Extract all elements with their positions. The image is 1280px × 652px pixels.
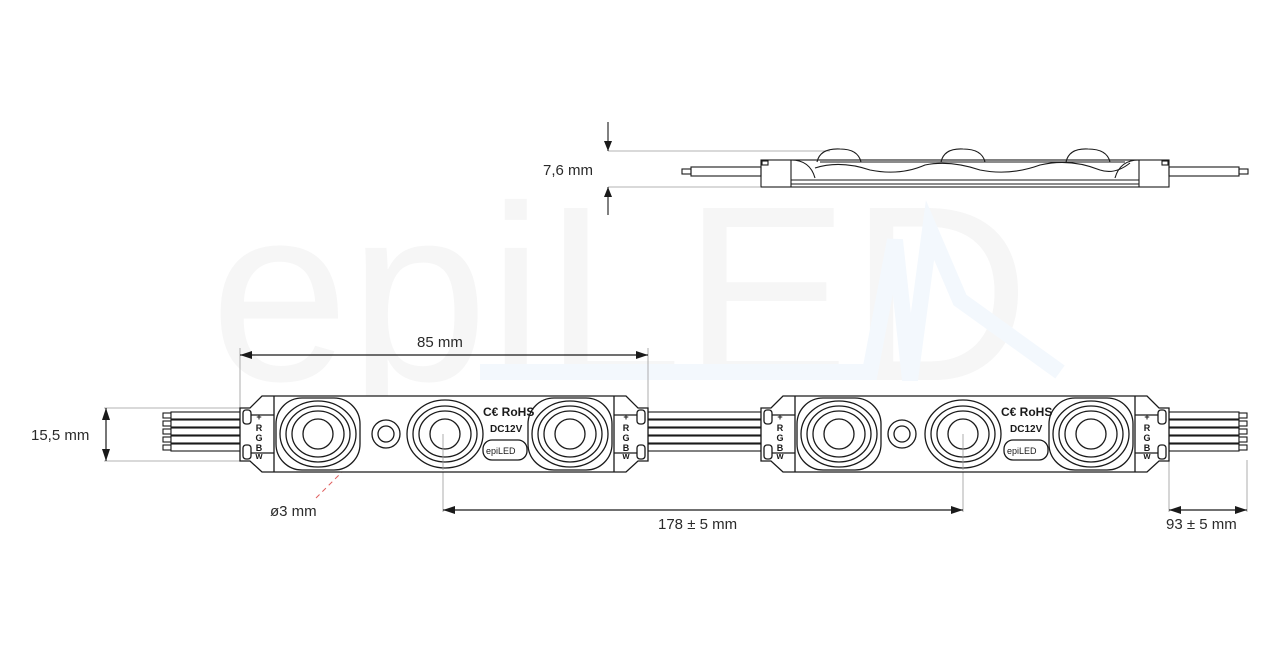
hole-dimension-label: ø3 mm bbox=[270, 503, 317, 520]
middle-lead bbox=[647, 411, 762, 452]
led-module-1: C€ RoHS DC12V epiLED + R G B w + R G B w bbox=[239, 395, 649, 473]
svg-text:B: B bbox=[623, 443, 630, 453]
pin-labels-left: + R G B w bbox=[775, 412, 784, 461]
pin-labels-left: + R G B w bbox=[254, 412, 263, 461]
left-lead bbox=[162, 411, 242, 452]
svg-text:B: B bbox=[777, 443, 784, 453]
pin-labels-right: + R G B w bbox=[621, 412, 630, 461]
svg-text:B: B bbox=[256, 443, 263, 453]
svg-text:G: G bbox=[776, 433, 783, 443]
svg-text:+: + bbox=[256, 412, 261, 422]
svg-text:B: B bbox=[1144, 443, 1151, 453]
pulse-icon bbox=[480, 200, 1065, 382]
lead-dimension-label: 93 ± 5 mm bbox=[1166, 516, 1237, 533]
svg-text:w: w bbox=[254, 451, 263, 461]
svg-text:R: R bbox=[623, 423, 630, 433]
cert-marking: C€ RoHS bbox=[483, 405, 534, 419]
height-dimension-label: 7,6 mm bbox=[543, 162, 593, 179]
watermark: epiLED bbox=[210, 154, 1065, 433]
voltage-marking: DC12V bbox=[1010, 424, 1043, 435]
svg-text:+: + bbox=[777, 412, 782, 422]
svg-text:+: + bbox=[623, 412, 628, 422]
svg-text:w: w bbox=[621, 451, 630, 461]
voltage-marking: DC12V bbox=[490, 424, 523, 435]
svg-text:w: w bbox=[1142, 451, 1151, 461]
svg-text:G: G bbox=[622, 433, 629, 443]
svg-text:G: G bbox=[255, 433, 262, 443]
svg-text:+: + bbox=[1144, 412, 1149, 422]
svg-text:G: G bbox=[1143, 433, 1150, 443]
pitch-dimension-label: 178 ± 5 mm bbox=[658, 516, 737, 533]
svg-text:R: R bbox=[256, 423, 263, 433]
width-dimension-label: 15,5 mm bbox=[31, 427, 89, 444]
side-view bbox=[604, 122, 1249, 215]
length-dimension-label: 85 mm bbox=[417, 334, 463, 351]
svg-text:R: R bbox=[1144, 423, 1151, 433]
pin-labels-right: + R G B w bbox=[1142, 412, 1151, 461]
brand-logo: epiLED bbox=[1007, 446, 1037, 456]
cert-marking: C€ RoHS bbox=[1001, 405, 1052, 419]
led-module-2: C€ RoHS DC12V epiLED + R G B w + R G B w bbox=[760, 395, 1170, 473]
svg-text:w: w bbox=[775, 451, 784, 461]
brand-logo: epiLED bbox=[486, 446, 516, 456]
right-lead bbox=[1168, 411, 1248, 452]
svg-text:R: R bbox=[777, 423, 784, 433]
